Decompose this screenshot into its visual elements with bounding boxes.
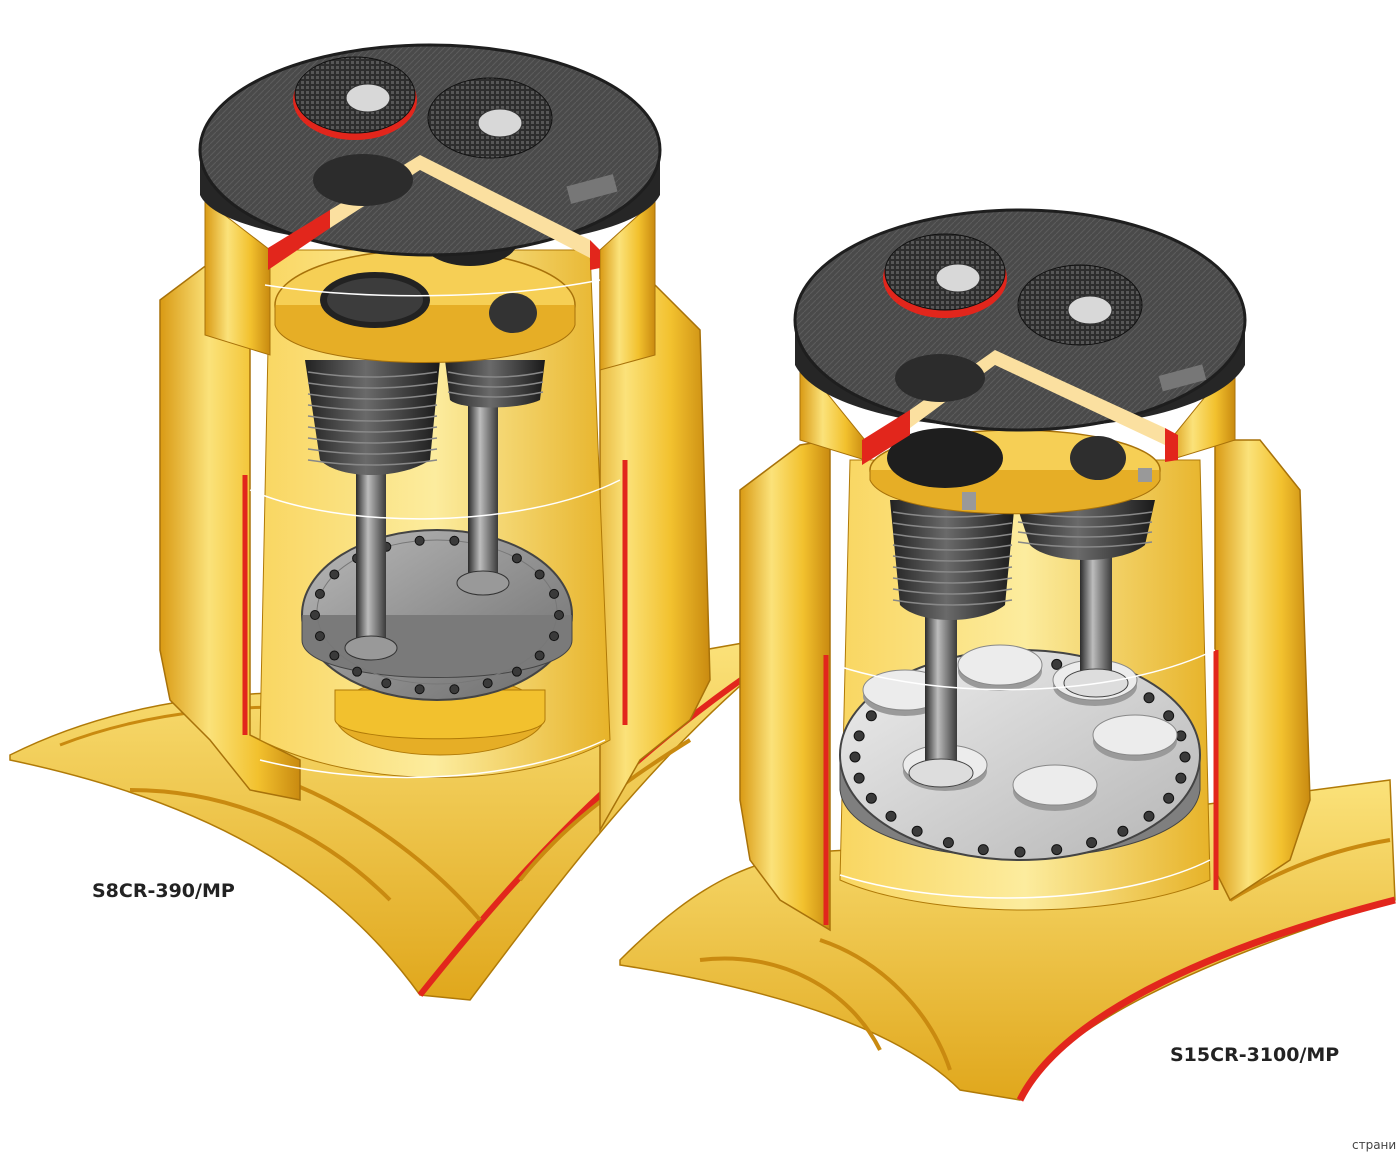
access-cover-right-2 <box>1017 264 1143 346</box>
flange-bolt <box>352 666 363 677</box>
flange-disc <box>1092 714 1178 756</box>
outer-shell-right <box>739 439 831 932</box>
flange-bolt <box>977 844 989 856</box>
flange-bolt <box>1051 844 1063 856</box>
flange-bolt <box>1163 710 1175 722</box>
flange-bolt <box>329 650 340 661</box>
flange-bolt <box>942 837 954 849</box>
flange-bolt <box>414 684 425 695</box>
tank-right <box>619 208 1396 1102</box>
flange-bolt <box>1014 846 1026 858</box>
flange-bolt <box>1175 772 1187 784</box>
lid-left <box>198 43 662 270</box>
model-label-left: S8CR-390/MP <box>92 880 235 902</box>
flange-bolt <box>849 751 861 763</box>
flange-bolt <box>314 631 325 642</box>
flange-bolt <box>482 678 493 689</box>
access-cover-left-1 <box>293 56 417 140</box>
flange-bolt <box>865 792 877 804</box>
flange-bolt <box>534 650 545 661</box>
flange-bolt <box>549 588 560 599</box>
flange-bolt <box>310 610 320 620</box>
page-corner-fragment: страни <box>1352 1138 1397 1152</box>
flange-bolt <box>534 569 545 580</box>
flange-bolt <box>1117 825 1129 837</box>
flange-bolt <box>1143 810 1155 822</box>
flange-bolt <box>853 730 865 742</box>
flange-bolt <box>885 810 897 822</box>
flange-bolt <box>381 678 392 689</box>
flange-left <box>301 529 573 701</box>
flange-bolt <box>554 610 564 620</box>
flange-bolt <box>449 684 460 695</box>
flange-bolt <box>853 772 865 784</box>
flange-bolt <box>865 710 877 722</box>
flange-bolt <box>449 535 460 546</box>
pipe-left-a <box>356 470 386 650</box>
flange-bolt <box>1051 658 1063 670</box>
model-label-right: S15CR-3100/MP <box>1170 1044 1340 1066</box>
flange-disc <box>1012 764 1098 806</box>
access-cover-left-2 <box>427 77 553 159</box>
flange-bolt <box>1179 751 1191 763</box>
flange-bolt <box>1086 837 1098 849</box>
pipe-left-b <box>468 400 498 585</box>
flange-bolt <box>911 825 923 837</box>
access-cover-right-1 <box>883 233 1007 318</box>
pipe-right-b <box>1080 555 1112 685</box>
lid-right <box>793 208 1247 465</box>
flange-bolt <box>511 666 522 677</box>
flange-disc <box>957 644 1043 686</box>
collar-plate-right <box>869 428 1161 515</box>
flange-bolt <box>511 553 522 564</box>
flange-bolt <box>549 631 560 642</box>
flange-bolt <box>1163 792 1175 804</box>
flange-bolt <box>1143 692 1155 704</box>
flange-bolt <box>329 569 340 580</box>
flange-bolt <box>314 588 325 599</box>
flange-bolt <box>414 535 425 546</box>
tank-left <box>9 43 772 1001</box>
